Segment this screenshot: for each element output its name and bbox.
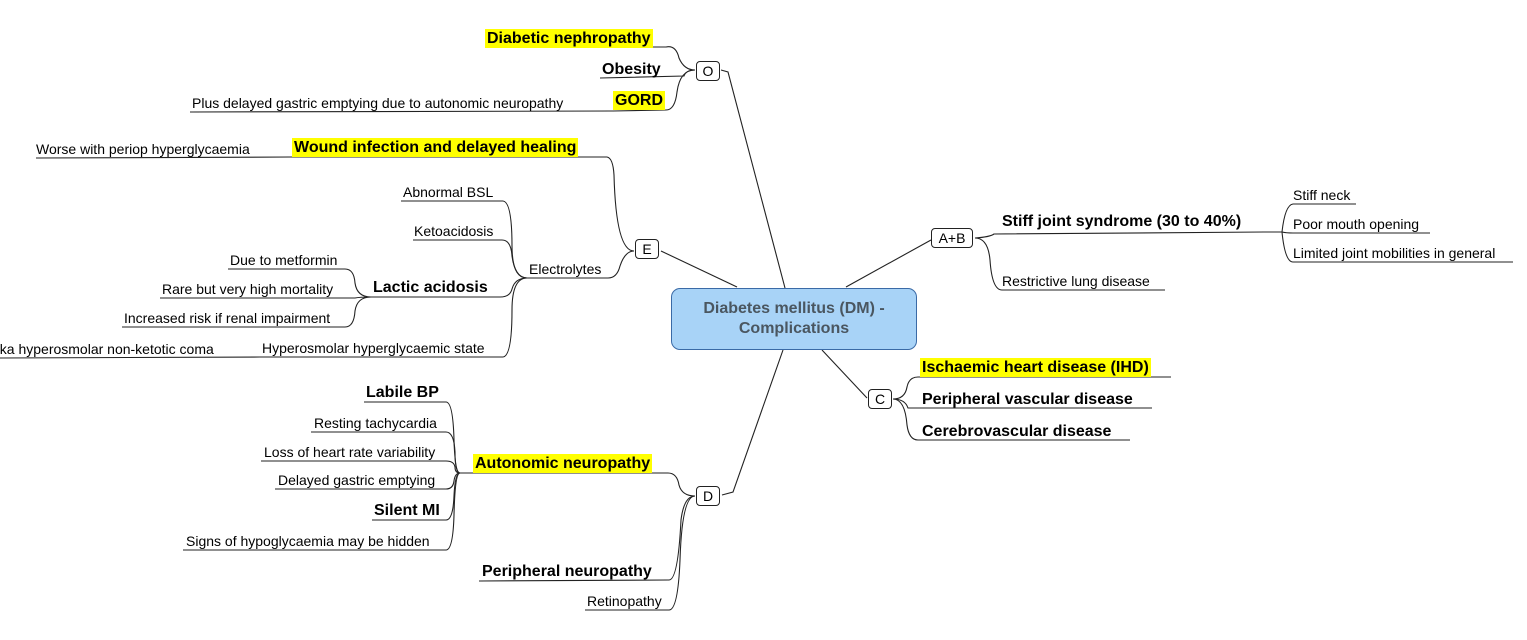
topic-retinopathy[interactable]: Retinopathy bbox=[587, 593, 662, 609]
topic-lactic-acidosis[interactable]: Lactic acidosis bbox=[373, 279, 488, 296]
topic-gord-note[interactable]: Plus delayed gastric emptying due to aut… bbox=[192, 95, 564, 111]
topic-poor-mouth[interactable]: Poor mouth opening bbox=[1293, 216, 1420, 232]
branch-c-node[interactable]: C bbox=[868, 389, 892, 409]
topic-renal-risk[interactable]: Increased risk if renal impairment bbox=[124, 310, 331, 326]
topic-rare-high-mortality[interactable]: Rare but very high mortality bbox=[162, 281, 334, 297]
topic-restrictive-lung[interactable]: Restrictive lung disease bbox=[1002, 273, 1150, 289]
central-topic[interactable]: Diabetes mellitus (DM) - Complications bbox=[671, 288, 917, 350]
topic-autonomic-neuropathy[interactable]: Autonomic neuropathy bbox=[473, 454, 653, 473]
topic-electrolytes[interactable]: Electrolytes bbox=[529, 261, 602, 277]
topic-obesity[interactable]: Obesity bbox=[602, 61, 661, 78]
topic-silent-mi[interactable]: Silent MI bbox=[374, 502, 440, 519]
topic-wound-note[interactable]: Worse with periop hyperglycaemia bbox=[36, 141, 250, 157]
topic-limited-joint[interactable]: Limited joint mobilities in general bbox=[1293, 245, 1496, 261]
topic-stiff-joint[interactable]: Stiff joint syndrome (30 to 40%) bbox=[1002, 213, 1242, 230]
topic-delayed-gastric-emptying[interactable]: Delayed gastric emptying bbox=[278, 472, 436, 488]
topic-pvd[interactable]: Peripheral vascular disease bbox=[922, 391, 1133, 408]
topic-wound-infection[interactable]: Wound infection and delayed healing bbox=[292, 138, 579, 157]
topic-ihd[interactable]: Ischaemic heart disease (IHD) bbox=[920, 358, 1151, 377]
branch-e-node[interactable]: E bbox=[635, 239, 659, 259]
topic-ketoacidosis[interactable]: Ketoacidosis bbox=[414, 223, 494, 239]
topic-cvd[interactable]: Cerebrovascular disease bbox=[922, 423, 1112, 440]
branch-d-node[interactable]: D bbox=[696, 486, 720, 506]
topic-stiff-neck[interactable]: Stiff neck bbox=[1293, 187, 1351, 203]
topic-hyperosmolar-note[interactable]: aka hyperosmolar non-ketotic coma bbox=[0, 341, 214, 357]
topic-gord[interactable]: GORD bbox=[613, 91, 665, 110]
topic-peripheral-neuropathy[interactable]: Peripheral neuropathy bbox=[482, 563, 652, 580]
branch-o-node[interactable]: O bbox=[696, 61, 720, 81]
topic-diabetic-nephropathy[interactable]: Diabetic nephropathy bbox=[485, 29, 653, 48]
topic-hypoglycaemia-hidden[interactable]: Signs of hypoglycaemia may be hidden bbox=[186, 533, 430, 549]
topic-abnormal-bsl[interactable]: Abnormal BSL bbox=[403, 184, 494, 200]
topic-due-to-metformin[interactable]: Due to metformin bbox=[230, 252, 338, 268]
topic-hyperosmolar[interactable]: Hyperosmolar hyperglycaemic state bbox=[262, 340, 485, 356]
branch-ab-node[interactable]: A+B bbox=[931, 228, 973, 248]
topic-labile-bp[interactable]: Labile BP bbox=[366, 384, 439, 401]
topic-resting-tachycardia[interactable]: Resting tachycardia bbox=[314, 415, 437, 431]
topic-hr-variability[interactable]: Loss of heart rate variability bbox=[264, 444, 436, 460]
